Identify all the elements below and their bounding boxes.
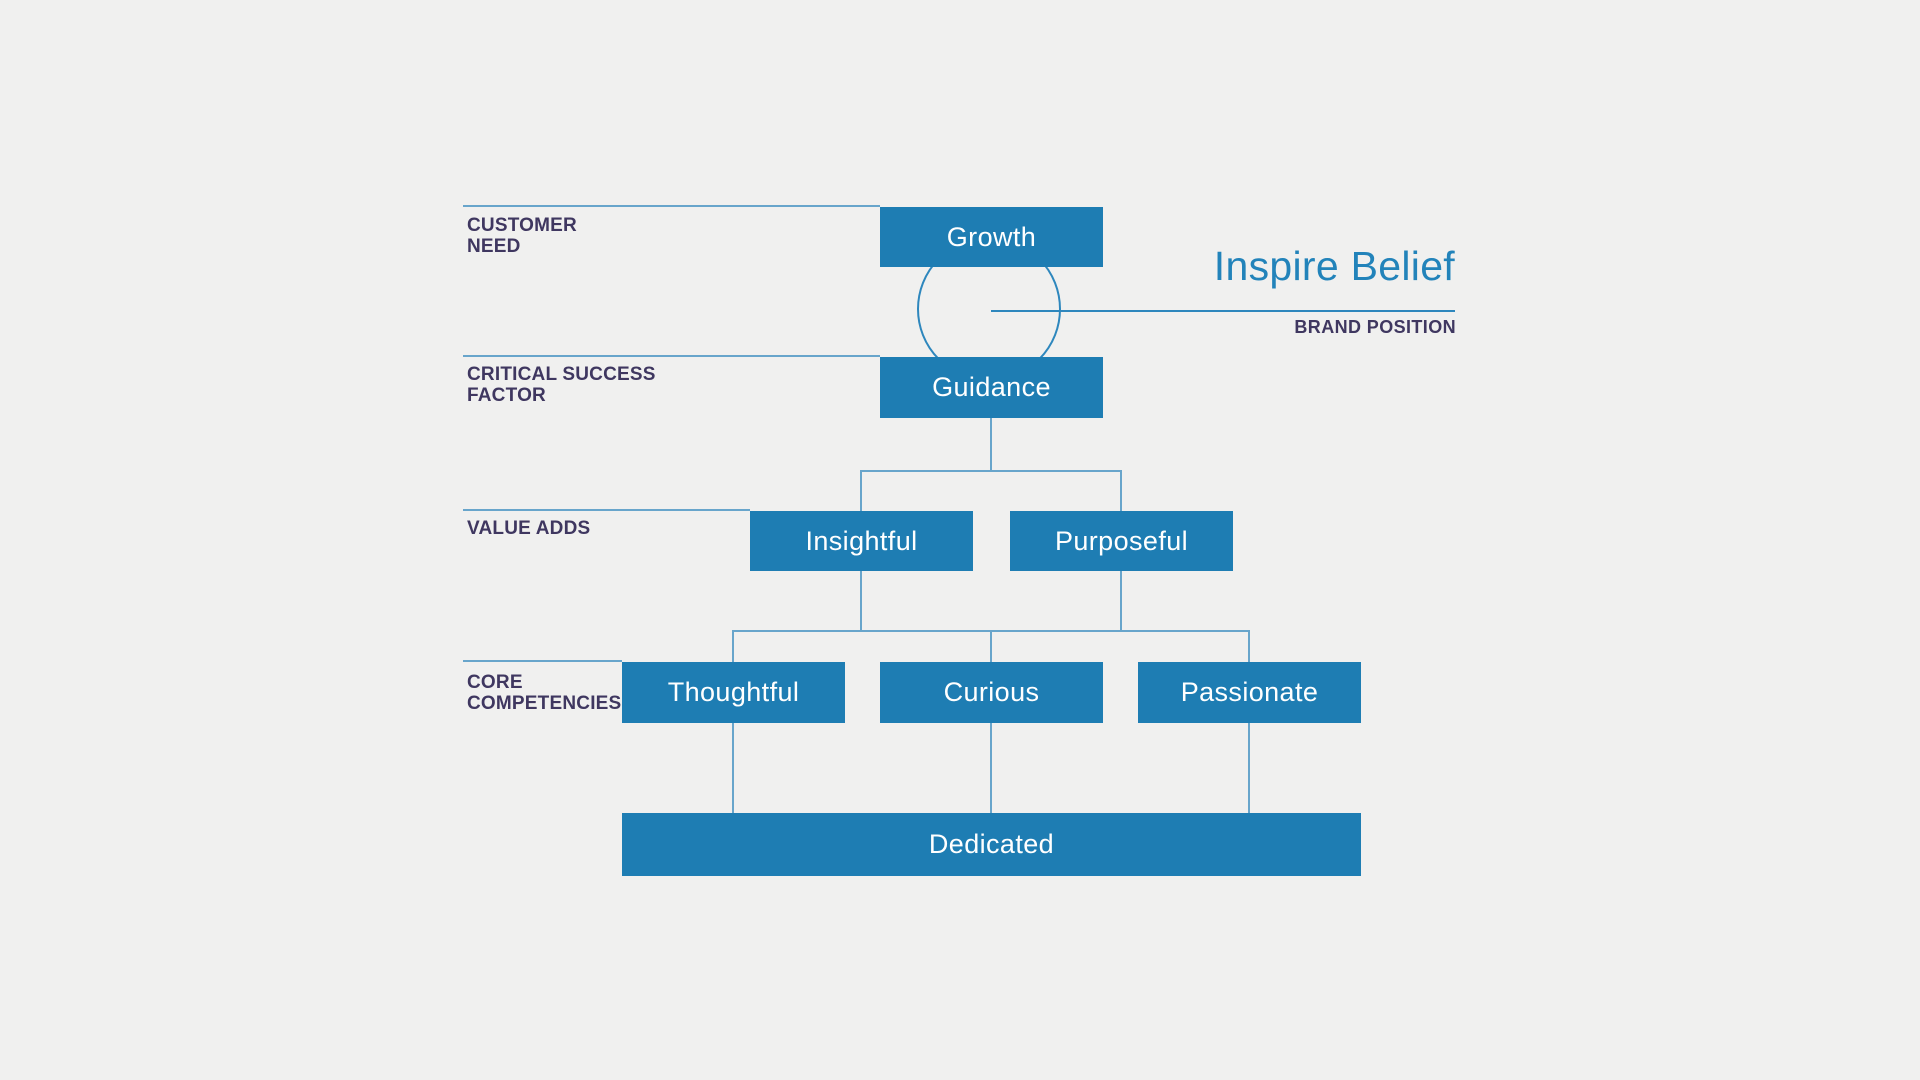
connector-drop-curious	[990, 630, 992, 663]
value-adds-label-line1: VALUE ADDS	[467, 518, 591, 539]
connector-drop-passionate	[1248, 630, 1250, 663]
node-insightful: Insightful	[750, 511, 973, 571]
value-adds-label: VALUE ADDS	[467, 518, 590, 539]
customer-need-label: CUSTOMER NEED	[467, 215, 577, 257]
node-purposeful: Purposeful	[1010, 511, 1233, 571]
value-adds-rule	[463, 509, 750, 511]
node-guidance: Guidance	[880, 357, 1103, 418]
customer-need-rule	[463, 205, 880, 207]
connector-purposeful-down	[1120, 571, 1122, 631]
critical-success-factor-label: CRITICAL SUCCESS FACTOR	[467, 364, 656, 406]
node-dedicated: Dedicated	[622, 813, 1361, 876]
connector-passionate-dedicated	[1248, 723, 1250, 814]
brand-position-title: Inspire Belief	[1213, 243, 1455, 289]
connector-thoughtful-dedicated	[732, 723, 734, 814]
connector-guidance-stub	[990, 418, 992, 471]
connector-drop-insightful	[860, 470, 862, 512]
node-passionate: Passionate	[1138, 662, 1361, 723]
core-competencies-label-line1: CORE	[467, 672, 523, 693]
brand-position-line	[991, 310, 1455, 312]
critical-success-factor-label-line2: FACTOR	[467, 385, 546, 406]
connector-curious-dedicated	[990, 723, 992, 814]
connector-drop-thoughtful	[732, 630, 734, 663]
connector-insightful-down	[860, 571, 862, 631]
connector-drop-purposeful	[1120, 470, 1122, 512]
customer-need-label-line2: NEED	[467, 236, 521, 257]
node-growth: Growth	[880, 207, 1103, 267]
critical-success-factor-rule	[463, 355, 880, 357]
core-competencies-label: CORE COMPETENCIES	[467, 672, 621, 714]
critical-success-factor-label-line1: CRITICAL SUCCESS	[467, 364, 656, 385]
core-competencies-rule	[463, 660, 622, 662]
node-curious: Curious	[880, 662, 1103, 723]
core-competencies-label-line2: COMPETENCIES	[467, 693, 622, 714]
customer-need-label-line1: CUSTOMER	[467, 215, 577, 236]
connector-bracket-row3	[860, 470, 1122, 472]
node-thoughtful: Thoughtful	[622, 662, 845, 723]
brand-position-caption: BRAND POSITION	[1294, 317, 1456, 337]
